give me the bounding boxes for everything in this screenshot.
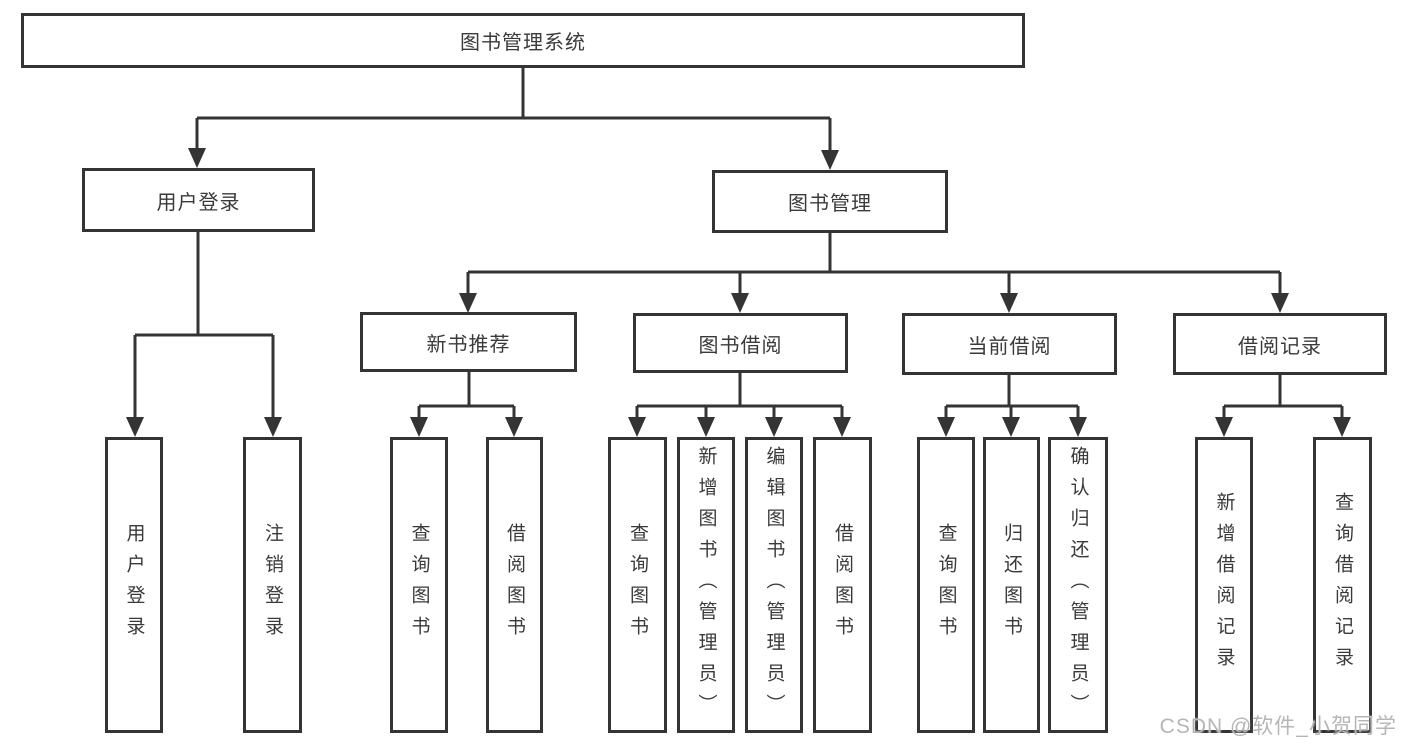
node-root-system: 图书管理系统: [21, 13, 1025, 68]
leaf-query-borrow-record: 查询借阅记录: [1313, 437, 1372, 733]
node-book-borrowing: 图书借阅: [633, 313, 848, 373]
leaf-return-books-label: 归还图书: [1002, 523, 1021, 647]
leaf-add-books-admin-label: 新增图书（管理员）: [697, 446, 716, 725]
leaf-user-login-label: 用户登录: [125, 523, 144, 647]
leaf-query-books-current: 查询图书: [917, 437, 975, 733]
leaf-user-login: 用户登录: [105, 437, 163, 733]
node-current-borrowing-label: 当前借阅: [968, 330, 1052, 359]
leaf-add-borrow-record: 新增借阅记录: [1195, 437, 1253, 733]
leaf-add-books-admin: 新增图书（管理员）: [677, 437, 735, 733]
leaf-query-books-recommend: 查询图书: [390, 437, 448, 733]
leaf-confirm-return-admin-label: 确认归还（管理员）: [1069, 446, 1088, 725]
node-user-login-label: 用户登录: [157, 186, 241, 215]
node-root-label: 图书管理系统: [460, 26, 586, 55]
leaf-logout: 注销登录: [243, 437, 302, 733]
leaf-query-books-recommend-label: 查询图书: [410, 523, 429, 647]
node-book-management: 图书管理: [712, 170, 948, 233]
leaf-query-borrow-record-label: 查询借阅记录: [1333, 492, 1352, 678]
node-book-management-label: 图书管理: [788, 187, 872, 216]
node-user-login: 用户登录: [82, 168, 315, 232]
leaf-return-books: 归还图书: [983, 437, 1040, 733]
leaf-borrow-books-label: 借阅图书: [833, 523, 852, 647]
leaf-query-books-borrowing-label: 查询图书: [628, 523, 647, 647]
node-book-borrowing-label: 图书借阅: [699, 329, 783, 358]
leaf-edit-books-admin-label: 编辑图书（管理员）: [765, 446, 784, 725]
node-borrowing-records: 借阅记录: [1173, 313, 1387, 375]
leaf-query-books-borrowing: 查询图书: [608, 437, 667, 733]
leaf-borrow-books-recommend: 借阅图书: [486, 437, 543, 733]
leaf-query-books-current-label: 查询图书: [937, 523, 956, 647]
leaf-borrow-books-recommend-label: 借阅图书: [505, 523, 524, 647]
node-borrowing-records-label: 借阅记录: [1238, 330, 1322, 359]
leaf-add-borrow-record-label: 新增借阅记录: [1215, 492, 1234, 678]
leaf-confirm-return-admin: 确认归还（管理员）: [1048, 437, 1108, 733]
leaf-edit-books-admin: 编辑图书（管理员）: [745, 437, 803, 733]
node-new-book-recommend-label: 新书推荐: [427, 328, 511, 357]
node-current-borrowing: 当前借阅: [902, 313, 1117, 375]
leaf-borrow-books: 借阅图书: [813, 437, 872, 733]
node-new-book-recommend: 新书推荐: [360, 312, 577, 372]
leaf-logout-label: 注销登录: [263, 523, 282, 647]
csdn-watermark: CSDN @软件_小贺同学: [1160, 710, 1397, 740]
